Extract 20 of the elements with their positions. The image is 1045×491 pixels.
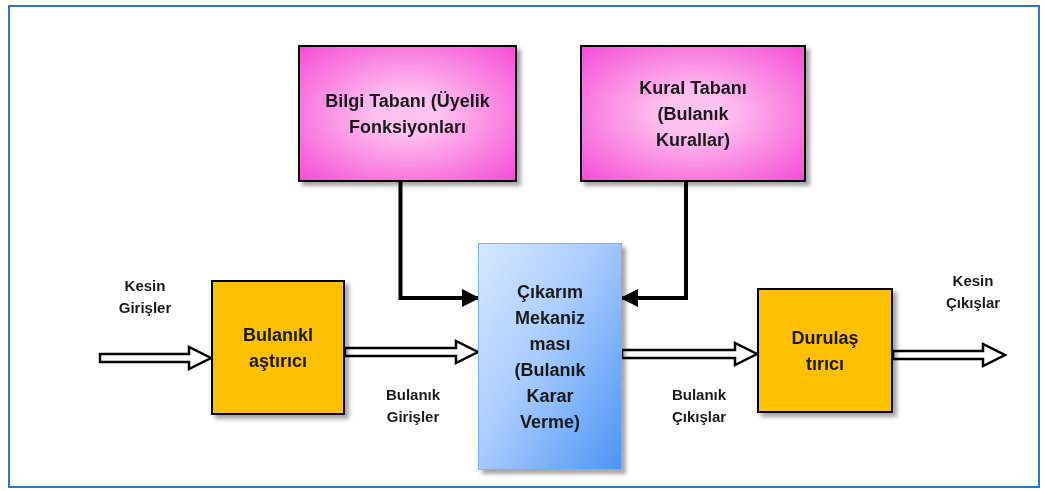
- box-label: Durulaş tırıcı: [790, 326, 860, 376]
- edge-label: Kesin Girişler: [117, 276, 173, 318]
- box-label: Bulanıkl aştırıcı: [242, 323, 314, 373]
- edge-label: Bulanık Çıkışlar: [670, 385, 728, 427]
- process-box: [478, 243, 622, 470]
- process-box: [298, 45, 517, 182]
- hollow-arrow: [620, 340, 760, 368]
- arrow: [398, 182, 480, 307]
- edge-label: Kesin Çıkışlar: [944, 271, 1002, 313]
- box-label: Bilgi Tabanı (Üyelik Fonksiyonları: [324, 89, 491, 139]
- process-box: [211, 280, 345, 415]
- edge-label: Bulanık Girişler: [384, 385, 442, 427]
- box-label: Çıkarım Mekaniz ması (Bulanık Karar Verme): [513, 280, 587, 434]
- box-label: Kural Tabanı (Bulanık Kurallar): [638, 76, 748, 152]
- hollow-arrow: [343, 338, 481, 366]
- hollow-arrow: [98, 344, 214, 372]
- process-box: [757, 288, 893, 413]
- hollow-arrow: [891, 341, 1008, 369]
- arrow: [620, 182, 688, 307]
- process-box: [580, 45, 806, 182]
